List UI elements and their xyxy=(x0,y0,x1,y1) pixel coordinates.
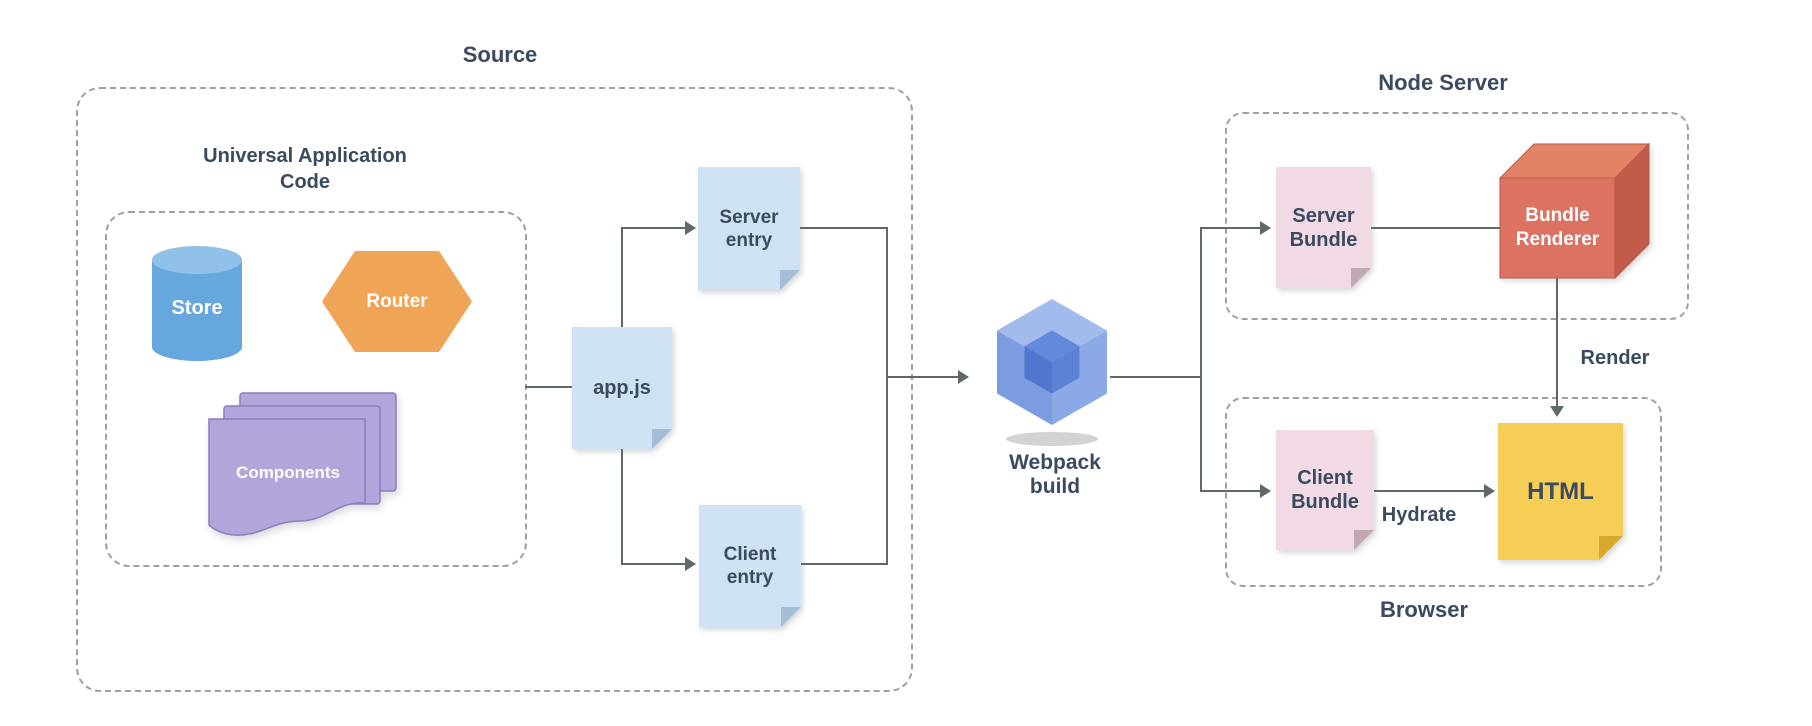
arrowhead-server-bundle xyxy=(1260,221,1271,235)
source-label: Source xyxy=(462,42,538,67)
browser-label: Browser xyxy=(1379,597,1469,622)
connector-to-webpack xyxy=(886,376,958,378)
node-server-label: Node Server xyxy=(1378,70,1508,95)
arrowhead-client-entry xyxy=(685,557,696,571)
server-bundle-fold-corner xyxy=(1351,268,1371,288)
client-entry-fold-corner xyxy=(781,607,801,627)
connector-to-server-bundle xyxy=(1200,227,1260,229)
connector-bundle-to-renderer xyxy=(1371,227,1500,229)
arrowhead-webpack xyxy=(958,370,969,384)
appjs-sheet xyxy=(572,327,672,449)
arrowhead-render-html xyxy=(1550,406,1564,417)
appjs-node: app.js xyxy=(572,327,672,449)
store-cylinder-icon xyxy=(152,246,242,361)
universal-app-code-box xyxy=(105,211,527,567)
components-pages-icon xyxy=(208,392,397,536)
components-node: Components xyxy=(236,463,340,482)
html-fold-corner xyxy=(1599,536,1623,560)
connector-render xyxy=(1556,278,1558,406)
client-bundle-fold-corner xyxy=(1354,530,1374,550)
connector-box-to-appjs xyxy=(525,386,572,388)
browser-box xyxy=(1225,397,1662,587)
webpack-build-label: Webpack build xyxy=(1009,451,1101,498)
server-entry-node: Server entry xyxy=(698,167,800,290)
arrowhead-server-entry xyxy=(685,221,696,235)
connector-server-entry-out xyxy=(800,227,888,229)
webpack-logo-icon xyxy=(997,299,1107,446)
connector-appjs-down xyxy=(621,449,623,565)
store-node: Store xyxy=(171,296,223,319)
source-group-box xyxy=(76,87,913,692)
connector-to-client-bundle xyxy=(1200,490,1260,492)
client-entry-sheet xyxy=(699,505,801,627)
connector-to-server-entry xyxy=(621,227,685,229)
universal-application-code-label: Universal Application Code xyxy=(203,145,407,193)
connector-bundle-branch xyxy=(1200,227,1202,492)
connector-webpack-out xyxy=(1110,376,1202,378)
connector-hydrate xyxy=(1374,490,1484,492)
server-bundle-sheet xyxy=(1276,167,1371,288)
render-label: Render xyxy=(1580,347,1650,369)
node-server-box xyxy=(1225,112,1689,320)
server-entry-fold-corner xyxy=(780,270,800,290)
connector-entry-join xyxy=(886,227,888,565)
client-entry-node: Client entry xyxy=(699,505,801,627)
bundle-renderer-cube-icon xyxy=(1498,142,1651,280)
hydrate-label: Hydrate xyxy=(1381,504,1457,526)
server-bundle-node: Server Bundle xyxy=(1276,167,1371,288)
connector-to-client-entry xyxy=(621,563,685,565)
server-entry-sheet xyxy=(698,167,800,290)
arrowhead-client-bundle xyxy=(1260,484,1271,498)
client-bundle-node: Client Bundle xyxy=(1276,430,1374,550)
bundle-renderer-node: Bundle Renderer xyxy=(1515,205,1600,250)
connector-appjs-up xyxy=(621,227,623,327)
appjs-fold-corner xyxy=(652,429,672,449)
router-hexagon-icon xyxy=(322,251,472,352)
router-node: Router xyxy=(366,290,428,312)
connector-client-entry-out xyxy=(801,563,888,565)
html-node: HTML xyxy=(1498,423,1623,560)
arrowhead-hydrate-html xyxy=(1484,484,1495,498)
